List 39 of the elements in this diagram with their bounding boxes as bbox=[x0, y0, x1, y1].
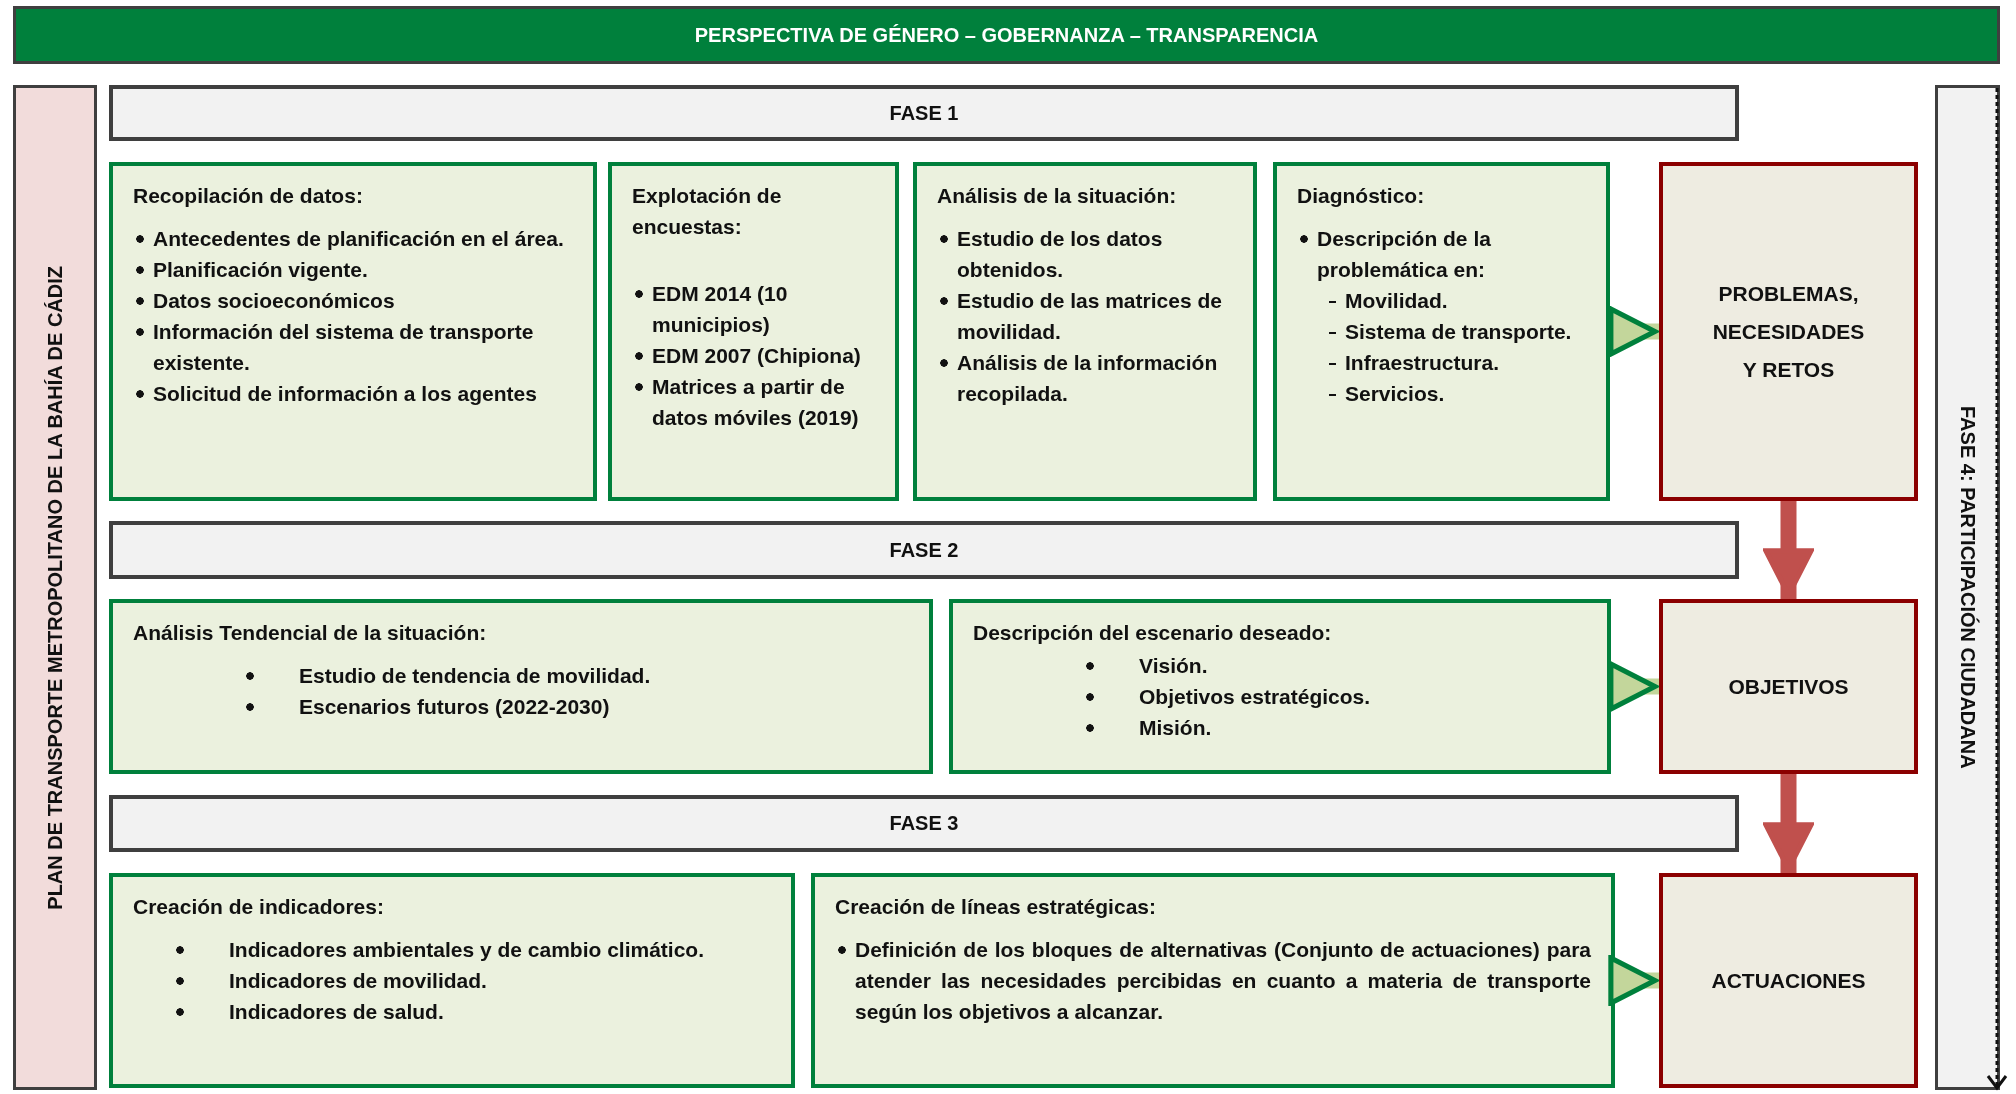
heading-text: Análisis de la situación: bbox=[937, 183, 1178, 209]
heading-text: Diagnóstico: bbox=[1297, 183, 1426, 209]
box-label: PROBLEMAS, NECESIDADES Y RETOS bbox=[1711, 280, 1866, 383]
result-box bbox=[1659, 162, 1918, 501]
band-label: FASE 3 bbox=[889, 812, 959, 835]
band-label: FASE 4: PARTICIPACIÓN CIUDADANA bbox=[1956, 406, 1979, 769]
process-box bbox=[109, 599, 933, 774]
band-label: FASE 2 bbox=[889, 538, 959, 562]
heading-text: Descripción del escenario deseado: bbox=[973, 620, 1333, 646]
process-box bbox=[1273, 162, 1610, 501]
process-box bbox=[109, 162, 597, 501]
result-box bbox=[1659, 599, 1918, 774]
band-label: FASE 1 bbox=[889, 101, 959, 125]
block-arrow bbox=[1763, 501, 1814, 599]
band-label: PERSPECTIVA DE GÉNERO – GOBERNANZA – TRANSPARENCIA bbox=[694, 23, 1319, 47]
phase-band bbox=[109, 795, 1739, 852]
process-box bbox=[949, 599, 1611, 774]
heading-text: Creación de líneas estratégicas: bbox=[835, 894, 1157, 920]
side-band bbox=[1935, 85, 2000, 1090]
phase-band bbox=[109, 521, 1739, 579]
block-arrow bbox=[1608, 661, 1659, 712]
process-box bbox=[811, 873, 1615, 1088]
process-box bbox=[608, 162, 899, 501]
block-arrow bbox=[1608, 955, 1659, 1006]
process-box bbox=[109, 873, 795, 1088]
box-label: ACTUACIONES bbox=[1711, 967, 1866, 994]
heading-text: Creación de indicadores: bbox=[133, 894, 385, 920]
result-box bbox=[1659, 873, 1918, 1088]
side-band bbox=[13, 85, 97, 1090]
heading-text: Análisis Tendencial de la situación: bbox=[133, 620, 488, 646]
phase-band bbox=[109, 85, 1739, 141]
box-label: OBJETIVOS bbox=[1728, 673, 1849, 700]
heading-text: Explotación de encuestas: bbox=[632, 183, 783, 240]
title-banner bbox=[13, 6, 2000, 64]
band-label: PLAN DE TRANSPORTE METROPOLITANO DE LA BAHÍA DE CÁDIZ bbox=[43, 265, 67, 910]
block-arrow bbox=[1608, 306, 1659, 357]
process-box bbox=[913, 162, 1257, 501]
heading-text: Recopilación de datos: bbox=[133, 183, 364, 209]
block-arrow bbox=[1763, 774, 1814, 873]
